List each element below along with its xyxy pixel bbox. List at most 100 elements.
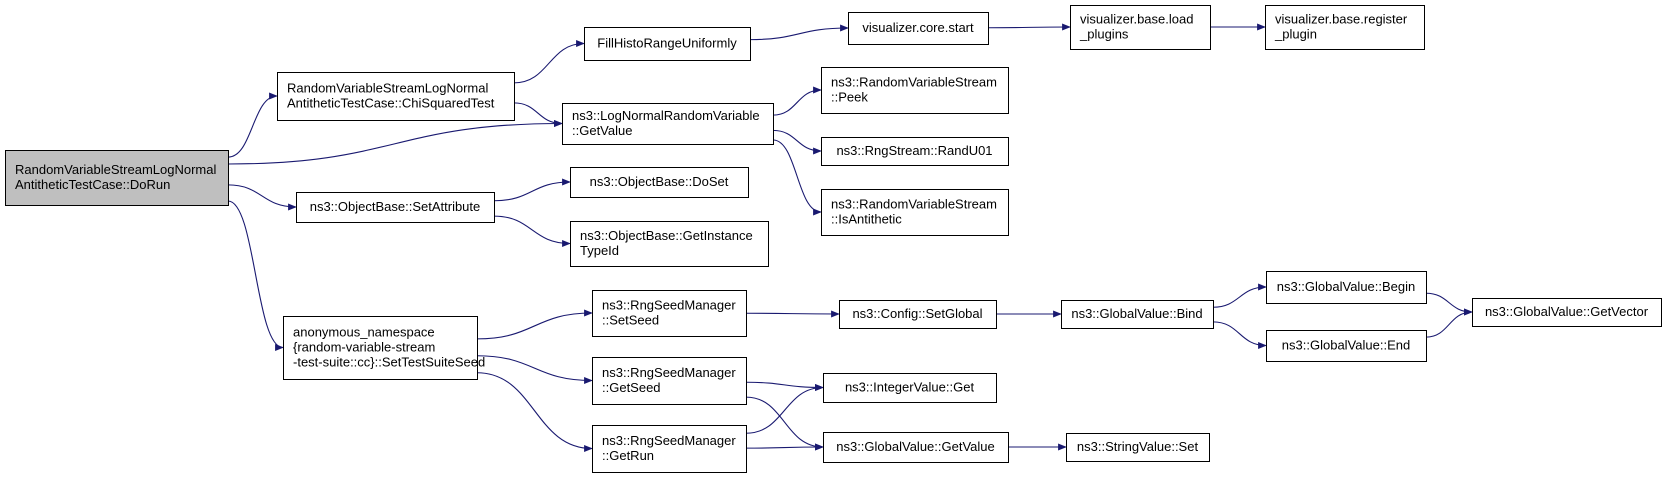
node-randu01[interactable]: ns3::RngStream::RandU01 — [821, 137, 1009, 166]
node-intget[interactable]: ns3::IntegerValue::Get — [823, 373, 997, 403]
edge-vcstart-to-vbload — [987, 23, 1071, 31]
node-label-line: FillHistoRangeUniformly — [597, 36, 737, 51]
node-gvbind[interactable]: ns3::GlobalValue::Bind — [1061, 300, 1214, 329]
node-fillhisto[interactable]: FillHistoRangeUniformly — [584, 27, 751, 61]
node-label-line: _plugin — [1274, 27, 1317, 42]
edge-dorun-to-setattr — [227, 184, 297, 211]
edge-lnget-to-isanti — [772, 139, 822, 216]
edge-getrun-to-gvgetval — [745, 443, 824, 451]
edge-dorun-to-lnget — [227, 119, 563, 165]
edge-gvbegin-to-gvvec — [1425, 292, 1473, 316]
edge-gvend-to-gvvec — [1425, 308, 1473, 338]
node-box — [1266, 330, 1427, 362]
node-label-line: ns3::RandomVariableStream — [831, 197, 997, 212]
node-getseed[interactable]: ns3::RngSeedManager::GetSeed — [592, 357, 747, 405]
edge-getseed-to-intget — [745, 381, 824, 392]
node-gvgetval[interactable]: ns3::GlobalValue::GetValue — [823, 432, 1009, 463]
node-label-line: ::GetRun — [602, 448, 654, 463]
node-setattr[interactable]: ns3::ObjectBase::SetAttribute — [296, 192, 495, 223]
node-box — [848, 12, 989, 45]
node-getrun[interactable]: ns3::RngSeedManager::GetRun — [592, 425, 747, 473]
node-anon[interactable]: anonymous_namespace{random-variable-stre… — [283, 316, 486, 380]
node-box — [5, 150, 229, 206]
node-label-line: ns3::GlobalValue::Bind — [1071, 306, 1202, 321]
node-label-line: visualizer.base.load — [1080, 12, 1193, 27]
edge-anon-to-setseed — [476, 309, 593, 340]
edge-chisq-to-fillhisto — [513, 39, 585, 84]
node-label-line: ns3::LogNormalRandomVariable — [572, 108, 760, 123]
node-box — [1066, 433, 1210, 462]
node-box — [592, 290, 747, 337]
edge-fillhisto-to-vcstart — [749, 24, 849, 41]
node-label-line: RandomVariableStreamLogNormal — [287, 81, 488, 96]
node-box — [283, 316, 478, 380]
node-label-line: ns3::GlobalValue::End — [1282, 338, 1410, 353]
node-box — [821, 137, 1009, 166]
node-isanti[interactable]: ns3::RandomVariableStream::IsAntithetic — [821, 189, 1009, 236]
node-label-line: _plugins — [1079, 27, 1129, 42]
node-strset[interactable]: ns3::StringValue::Set — [1066, 433, 1210, 462]
node-label-line: -test-suite::cc}::SetTestSuiteSeed — [293, 355, 485, 370]
edge-setseed-to-cfgset — [745, 310, 840, 318]
node-box — [562, 103, 774, 145]
node-box — [1061, 300, 1214, 329]
nodes-layer: RandomVariableStreamLogNormalAntitheticT… — [5, 5, 1662, 473]
node-label-line: ::SetSeed — [602, 313, 659, 328]
node-label-line: ns3::RandomVariableStream — [831, 75, 997, 90]
node-box — [839, 300, 997, 329]
node-doset[interactable]: ns3::ObjectBase::DoSet — [570, 167, 749, 198]
node-label-line: ns3::RngSeedManager — [602, 433, 736, 448]
node-label-line: ::Peek — [831, 90, 868, 105]
node-label-line: ns3::GlobalValue::Begin — [1277, 279, 1416, 294]
node-lnget[interactable]: ns3::LogNormalRandomVariable::GetValue — [562, 103, 774, 145]
node-chisq[interactable]: RandomVariableStreamLogNormalAntitheticT… — [277, 72, 515, 121]
node-label-line: {random-variable-stream — [293, 340, 435, 355]
node-box — [821, 189, 1009, 236]
node-vbload[interactable]: visualizer.base.load_plugins — [1070, 5, 1211, 50]
node-label-line: ns3::GlobalValue::GetVector — [1485, 304, 1649, 319]
edge-anon-to-getrun — [476, 372, 593, 453]
edge-dorun-to-anon — [227, 200, 284, 351]
edges-layer — [227, 23, 1473, 453]
node-rvspeek[interactable]: ns3::RandomVariableStream::Peek — [821, 67, 1009, 114]
node-label-line: ::GetSeed — [602, 380, 661, 395]
node-label-line: visualizer.base.register — [1275, 12, 1408, 27]
node-box — [296, 192, 495, 223]
node-label-line: ns3::ObjectBase::SetAttribute — [310, 199, 481, 214]
node-gvbegin[interactable]: ns3::GlobalValue::Begin — [1266, 271, 1427, 304]
edge-gvbind-to-gvend — [1212, 321, 1267, 350]
node-vcstart[interactable]: visualizer.core.start — [848, 12, 989, 45]
edge-gvbind-to-gvbegin — [1212, 283, 1267, 308]
node-gvvec[interactable]: ns3::GlobalValue::GetVector — [1472, 298, 1662, 327]
node-dorun[interactable]: RandomVariableStreamLogNormalAntitheticT… — [5, 150, 229, 206]
node-box — [823, 432, 1009, 463]
node-label-line: TypeId — [580, 243, 619, 258]
node-cfgset[interactable]: ns3::Config::SetGlobal — [839, 300, 997, 329]
node-label-line: RandomVariableStreamLogNormal — [15, 162, 216, 177]
node-label-line: ns3::ObjectBase::DoSet — [590, 174, 729, 189]
edge-anon-to-getseed — [476, 355, 593, 385]
node-setseed[interactable]: ns3::RngSeedManager::SetSeed — [592, 290, 747, 337]
edge-setattr-to-getinst — [493, 215, 571, 248]
node-box — [823, 373, 997, 403]
node-label-line: ns3::Config::SetGlobal — [852, 306, 982, 321]
edge-getrun-to-intget — [745, 383, 824, 434]
edge-dorun-to-chisq — [227, 92, 278, 158]
node-box — [592, 425, 747, 473]
node-box — [1070, 5, 1211, 50]
node-label-line: ns3::IntegerValue::Get — [845, 380, 975, 395]
node-vbreg[interactable]: visualizer.base.register_plugin — [1265, 5, 1425, 50]
node-gvend[interactable]: ns3::GlobalValue::End — [1266, 330, 1427, 362]
node-box — [277, 72, 515, 121]
node-box — [1265, 5, 1425, 50]
node-label-line: ns3::RngSeedManager — [602, 298, 736, 313]
node-box — [592, 357, 747, 405]
node-label-line: ns3::RngStream::RandU01 — [836, 143, 992, 158]
node-box — [821, 67, 1009, 114]
edge-lnget-to-randu01 — [772, 129, 822, 155]
node-label-line: anonymous_namespace — [293, 325, 435, 340]
node-label-line: AntitheticTestCase::DoRun — [15, 177, 170, 192]
node-label-line: ::IsAntithetic — [831, 212, 902, 227]
